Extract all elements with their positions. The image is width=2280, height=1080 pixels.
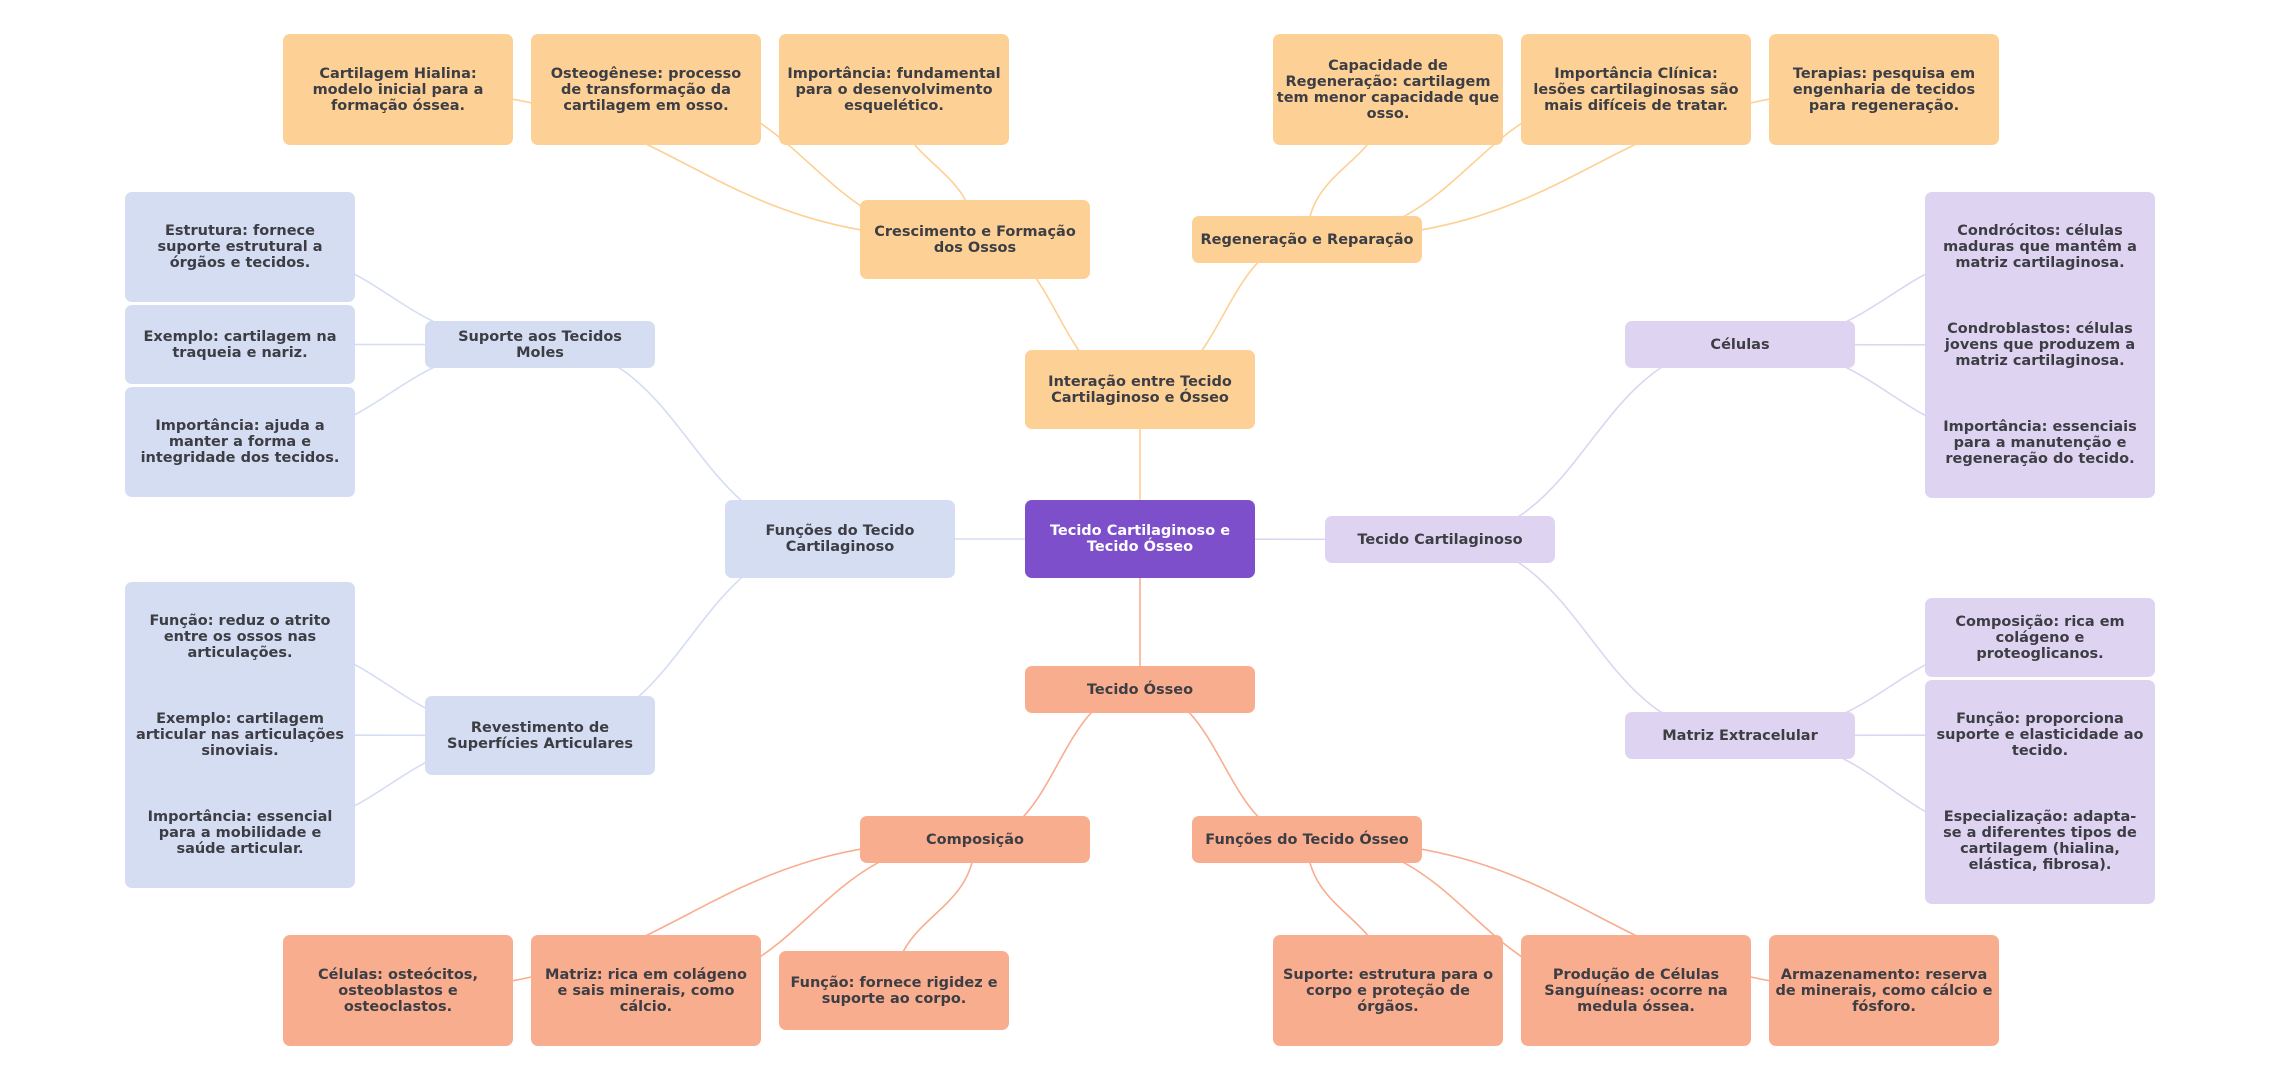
leaf-exemplo-sinoviais[interactable]: Exemplo: cartilagem articular nas articu… (125, 680, 355, 790)
leaf-terapias[interactable]: Terapias: pesquisa em engenharia de teci… (1769, 34, 1999, 145)
topic-funcoes-tecido-osseo[interactable]: Funções do Tecido Ósseo (1192, 816, 1422, 863)
leaf-condroblastos[interactable]: Condroblastos: células jovens que produz… (1925, 290, 2155, 400)
leaf-matriz-ossea[interactable]: Matriz: rica em colágeno e sais minerais… (531, 935, 761, 1046)
leaf-especializacao[interactable]: Especialização: adapta-se a diferentes t… (1925, 778, 2155, 904)
root-node[interactable]: Tecido Cartilaginoso e Tecido Ósseo (1025, 500, 1255, 578)
topic-revestimento-articular[interactable]: Revestimento de Superfícies Articulares (425, 696, 655, 775)
leaf-producao-celulas-sanguineas[interactable]: Produção de Células Sanguíneas: ocorre n… (1521, 935, 1751, 1046)
leaf-osteogenese[interactable]: Osteogênese: processo de transformação d… (531, 34, 761, 145)
leaf-funcao-atrito[interactable]: Função: reduz o atrito entre os ossos na… (125, 582, 355, 692)
leaf-funcao-elasticidade[interactable]: Função: proporciona suporte e elasticida… (1925, 680, 2155, 790)
topic-celulas[interactable]: Células (1625, 321, 1855, 368)
leaf-celulas-osseas[interactable]: Células: osteócitos, osteoblastos e oste… (283, 935, 513, 1046)
leaf-importancia-desenvolvimento[interactable]: Importância: fundamental para o desenvol… (779, 34, 1009, 145)
branch-interacao[interactable]: Interação entre Tecido Cartilaginoso e Ó… (1025, 350, 1255, 429)
leaf-capacidade-regeneracao[interactable]: Capacidade de Regeneração: cartilagem te… (1273, 34, 1503, 145)
leaf-importancia-mobilidade[interactable]: Importância: essencial para a mobilidade… (125, 778, 355, 888)
branch-tecido-cartilaginoso[interactable]: Tecido Cartilaginoso (1325, 516, 1555, 563)
leaf-cartilagem-hialina[interactable]: Cartilagem Hialina: modelo inicial para … (283, 34, 513, 145)
leaf-importancia-forma[interactable]: Importância: ajuda a manter a forma e in… (125, 387, 355, 497)
leaf-importancia-clinica[interactable]: Importância Clínica: lesões cartilaginos… (1521, 34, 1751, 145)
leaf-funcao-rigidez[interactable]: Função: fornece rigidez e suporte ao cor… (779, 951, 1009, 1030)
topic-regeneracao[interactable]: Regeneração e Reparação (1192, 216, 1422, 263)
leaf-composicao-colageno[interactable]: Composição: rica em colágeno e proteogli… (1925, 598, 2155, 677)
leaf-estrutura[interactable]: Estrutura: fornece suporte estrutural a … (125, 192, 355, 302)
connector-cart-to-mat (1439, 538, 1741, 737)
branch-funcoes-cartilaginoso[interactable]: Funções do Tecido Cartilaginoso (725, 500, 955, 578)
leaf-suporte-corpo[interactable]: Suporte: estrutura para o corpo e proteç… (1273, 935, 1503, 1046)
connector-cart-to-cel (1439, 343, 1741, 541)
leaf-condrocitos[interactable]: Condrócitos: células maduras que mantêm … (1925, 192, 2155, 302)
topic-matriz-extracelular[interactable]: Matriz Extracelular (1625, 712, 1855, 759)
topic-composicao[interactable]: Composição (860, 816, 1090, 863)
topic-crescimento[interactable]: Crescimento e Formação dos Ossos (860, 200, 1090, 279)
leaf-exemplo-traqueia[interactable]: Exemplo: cartilagem na traqueia e nariz. (125, 305, 355, 384)
leaf-importancia-manutencao[interactable]: Importância: essenciais para a manutençã… (1925, 388, 2155, 498)
branch-tecido-osseo[interactable]: Tecido Ósseo (1025, 666, 1255, 713)
topic-suporte-tecidos-moles[interactable]: Suporte aos Tecidos Moles (425, 321, 655, 368)
leaf-armazenamento[interactable]: Armazenamento: reserva de minerais, como… (1769, 935, 1999, 1046)
